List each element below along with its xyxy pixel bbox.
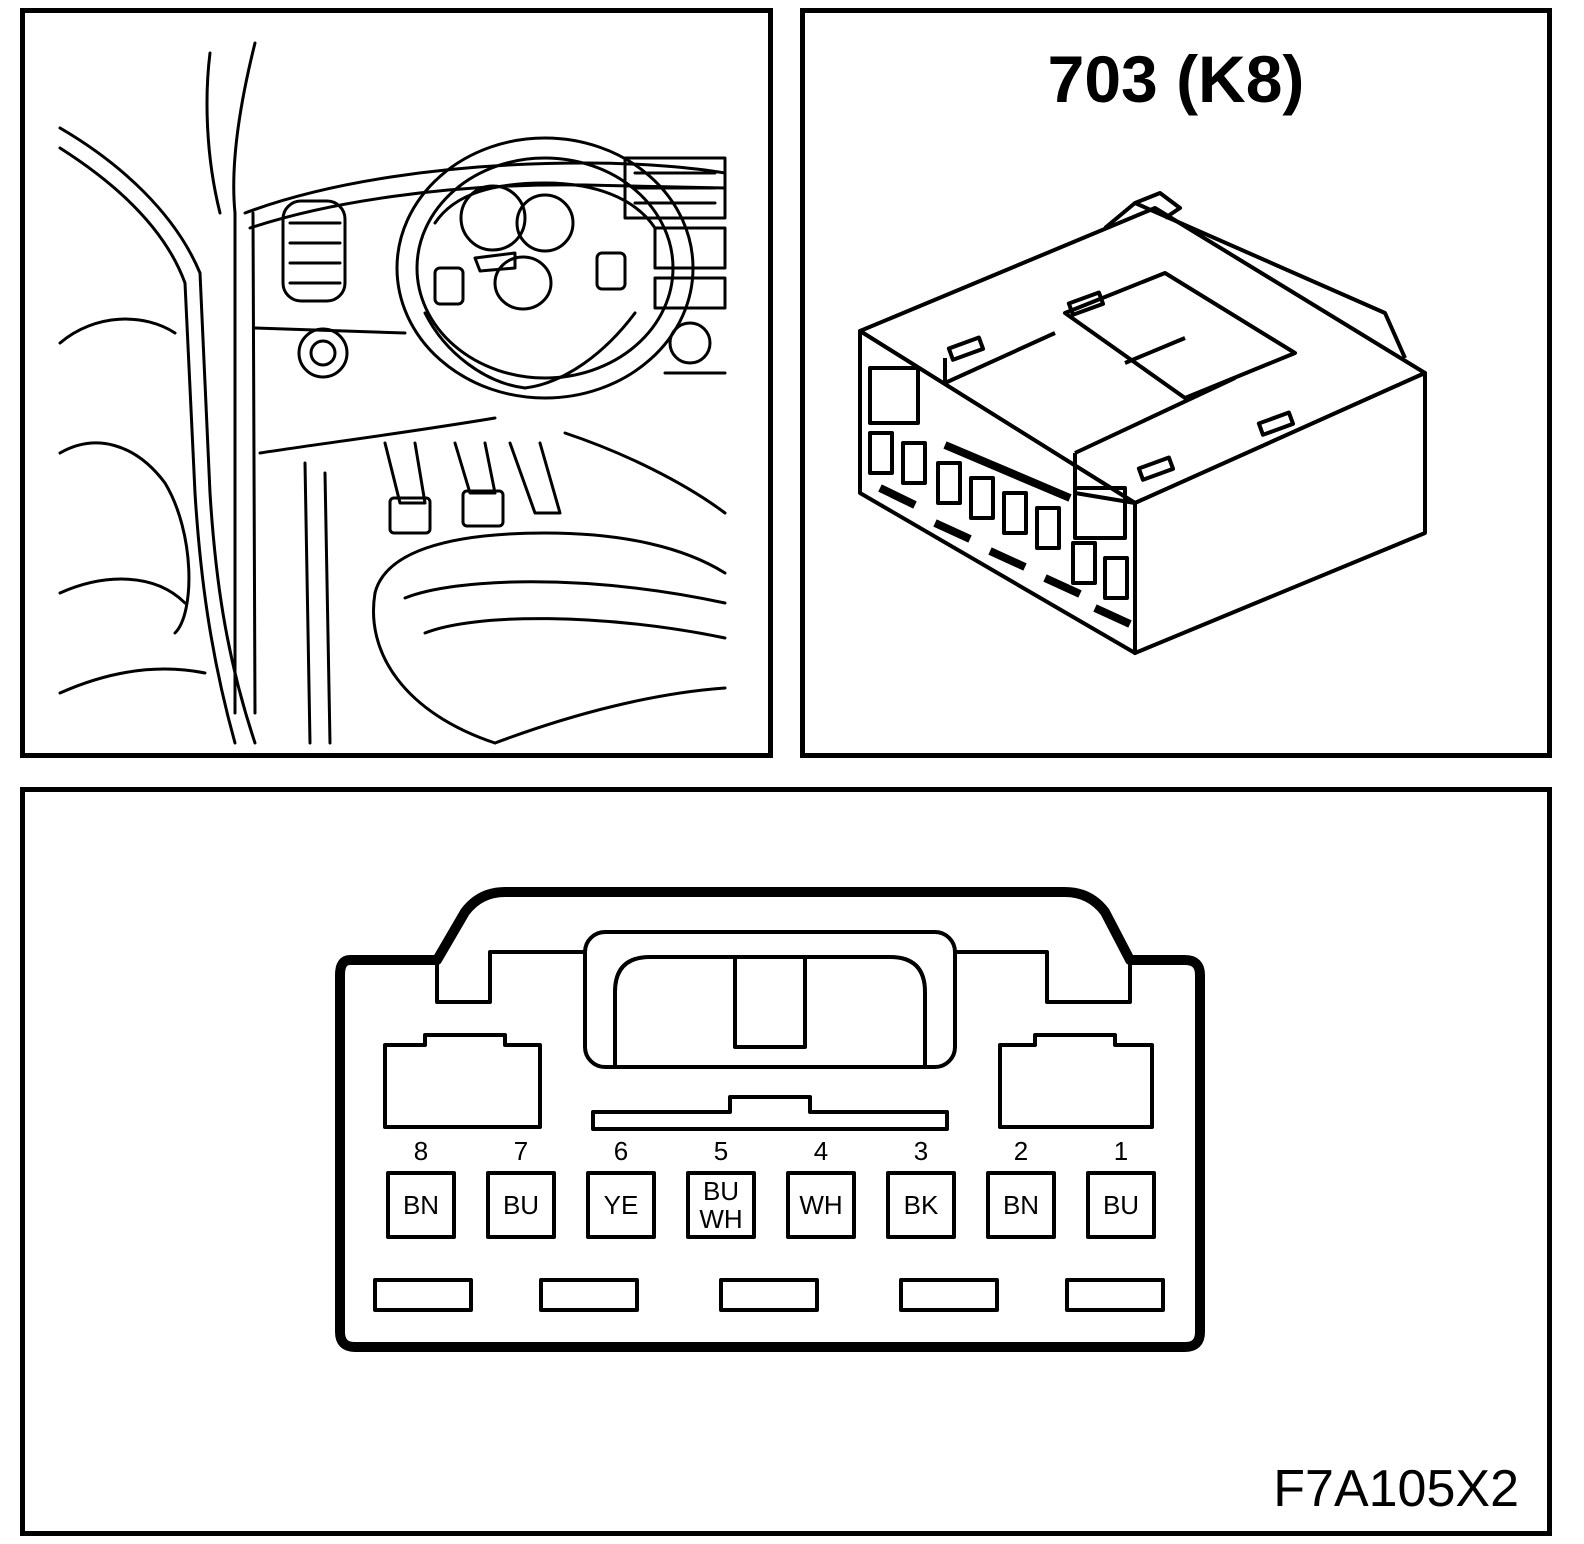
pin-cavity [686,1171,756,1239]
pin-wire-color: BU [703,1176,739,1206]
pin-wire-color: WH [799,1190,842,1220]
pin-wire-color: BN [403,1190,439,1220]
pin-3: 3BK [886,1136,956,1239]
pin-cavity [486,1171,556,1239]
pin-wire-color: YE [604,1190,639,1220]
pin-6: 6YE [586,1136,656,1239]
pin-cavity [886,1171,956,1239]
pin-wire-color: BU [503,1190,539,1220]
pin-number: 6 [614,1136,628,1166]
pin-4: 4WH [786,1136,856,1239]
pin-number: 7 [514,1136,528,1166]
pin-cavity [986,1171,1056,1239]
location-illustration-panel [20,8,773,758]
figure-reference-code: F7A105X2 [1273,1460,1519,1518]
bottom-slot [1065,1278,1165,1312]
pin-number: 5 [714,1136,728,1166]
connector-3d-illustration [858,191,1427,655]
pin-cavity [586,1171,656,1239]
bottom-slot [899,1278,999,1312]
bottom-slot [373,1278,473,1312]
pin-1: 1BU [1086,1136,1156,1239]
latch-window [583,930,957,1069]
pin-wire-color: BK [904,1190,939,1220]
pin-number: 3 [914,1136,928,1166]
pin-wire-color: BN [1003,1190,1039,1220]
connector-housing-outline [335,887,1205,1352]
vehicle-interior-illustration [58,41,727,745]
large-terminal-left [383,1033,542,1129]
pin-wire-color: BU [1103,1190,1139,1220]
pin-cavity [386,1171,456,1239]
connector-title: 703 (K8) [1047,42,1305,116]
connector-view-panel: 703 (K8) [800,8,1552,758]
pin-8: 8BN [386,1136,456,1239]
large-terminal-right [998,1033,1154,1129]
pin-2: 2BN [986,1136,1056,1239]
pin-number: 2 [1014,1136,1028,1166]
pin-7: 7BU [486,1136,556,1239]
pin-number: 8 [414,1136,428,1166]
pin-wire-color: WH [699,1204,742,1234]
pin-cavity [786,1171,856,1239]
pin-number: 4 [814,1136,828,1166]
pin-number: 1 [1114,1136,1128,1166]
pin-cavity [1086,1171,1156,1239]
bottom-slot [719,1278,819,1312]
bottom-slot [539,1278,639,1312]
